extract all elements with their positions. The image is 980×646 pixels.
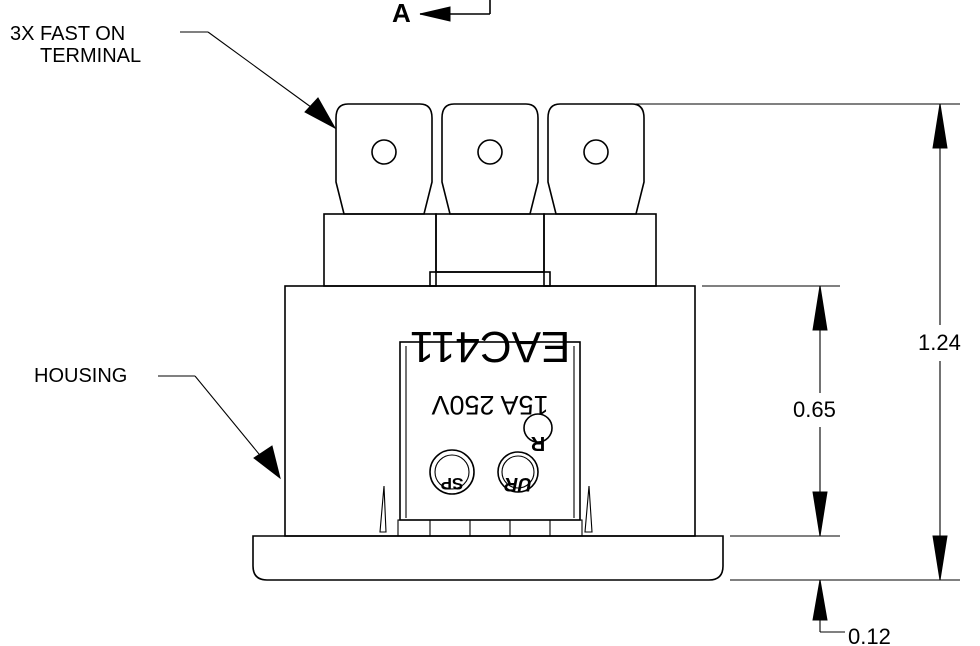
housing-height-value: 0.65 (793, 397, 836, 422)
housing-callout-label: HOUSING (34, 365, 127, 387)
overall-height-value: 1.24 (918, 330, 961, 355)
terminal-center (429, 103, 551, 287)
housing-callout: HOUSING (34, 365, 281, 480)
label-plate: 15A 250V R UR SP (379, 341, 593, 537)
dimension-overall-height: 1.24 (636, 103, 972, 581)
section-marker: A (392, 0, 491, 28)
latch-spike-right (584, 485, 593, 533)
terminal-hole-center (477, 139, 503, 165)
ur-recognized-icon: UR (497, 451, 539, 494)
terminal-leader-arrow (304, 97, 337, 130)
svg-text:UR: UR (504, 473, 532, 494)
terminal-right (543, 103, 657, 287)
svg-text:R: R (530, 432, 545, 454)
csa-mark-icon: SP (429, 449, 475, 495)
section-arrow-head (419, 6, 451, 22)
rating-marking: 15A 250V (431, 390, 548, 420)
model-marking: EAC411 (410, 322, 571, 371)
latch-spike-left (379, 485, 387, 533)
terminal-hole-right (583, 139, 609, 165)
fast-on-terminals (323, 103, 657, 287)
terminal-left (323, 103, 437, 287)
terminal-callout-line2: TERMINAL (40, 45, 141, 67)
flange (252, 535, 724, 581)
registered-mark-icon: R (523, 413, 553, 454)
section-marker-label: A (392, 0, 411, 28)
svg-text:SP: SP (441, 474, 464, 493)
terminal-leader-diagonal (207, 31, 327, 119)
terminal-callout-line1: 3X FAST ON (10, 23, 125, 45)
dimension-flange-thickness: 0.12 (812, 579, 891, 646)
dimension-housing-height: 0.65 (702, 285, 848, 537)
terminal-callout: 3X FAST ON TERMINAL (10, 23, 337, 130)
housing-leader-arrow (253, 445, 281, 480)
terminal-hole-left (371, 139, 397, 165)
housing-leader-diagonal (194, 375, 269, 466)
label-plate-base (397, 519, 583, 537)
flange-thickness-value: 0.12 (848, 624, 891, 646)
